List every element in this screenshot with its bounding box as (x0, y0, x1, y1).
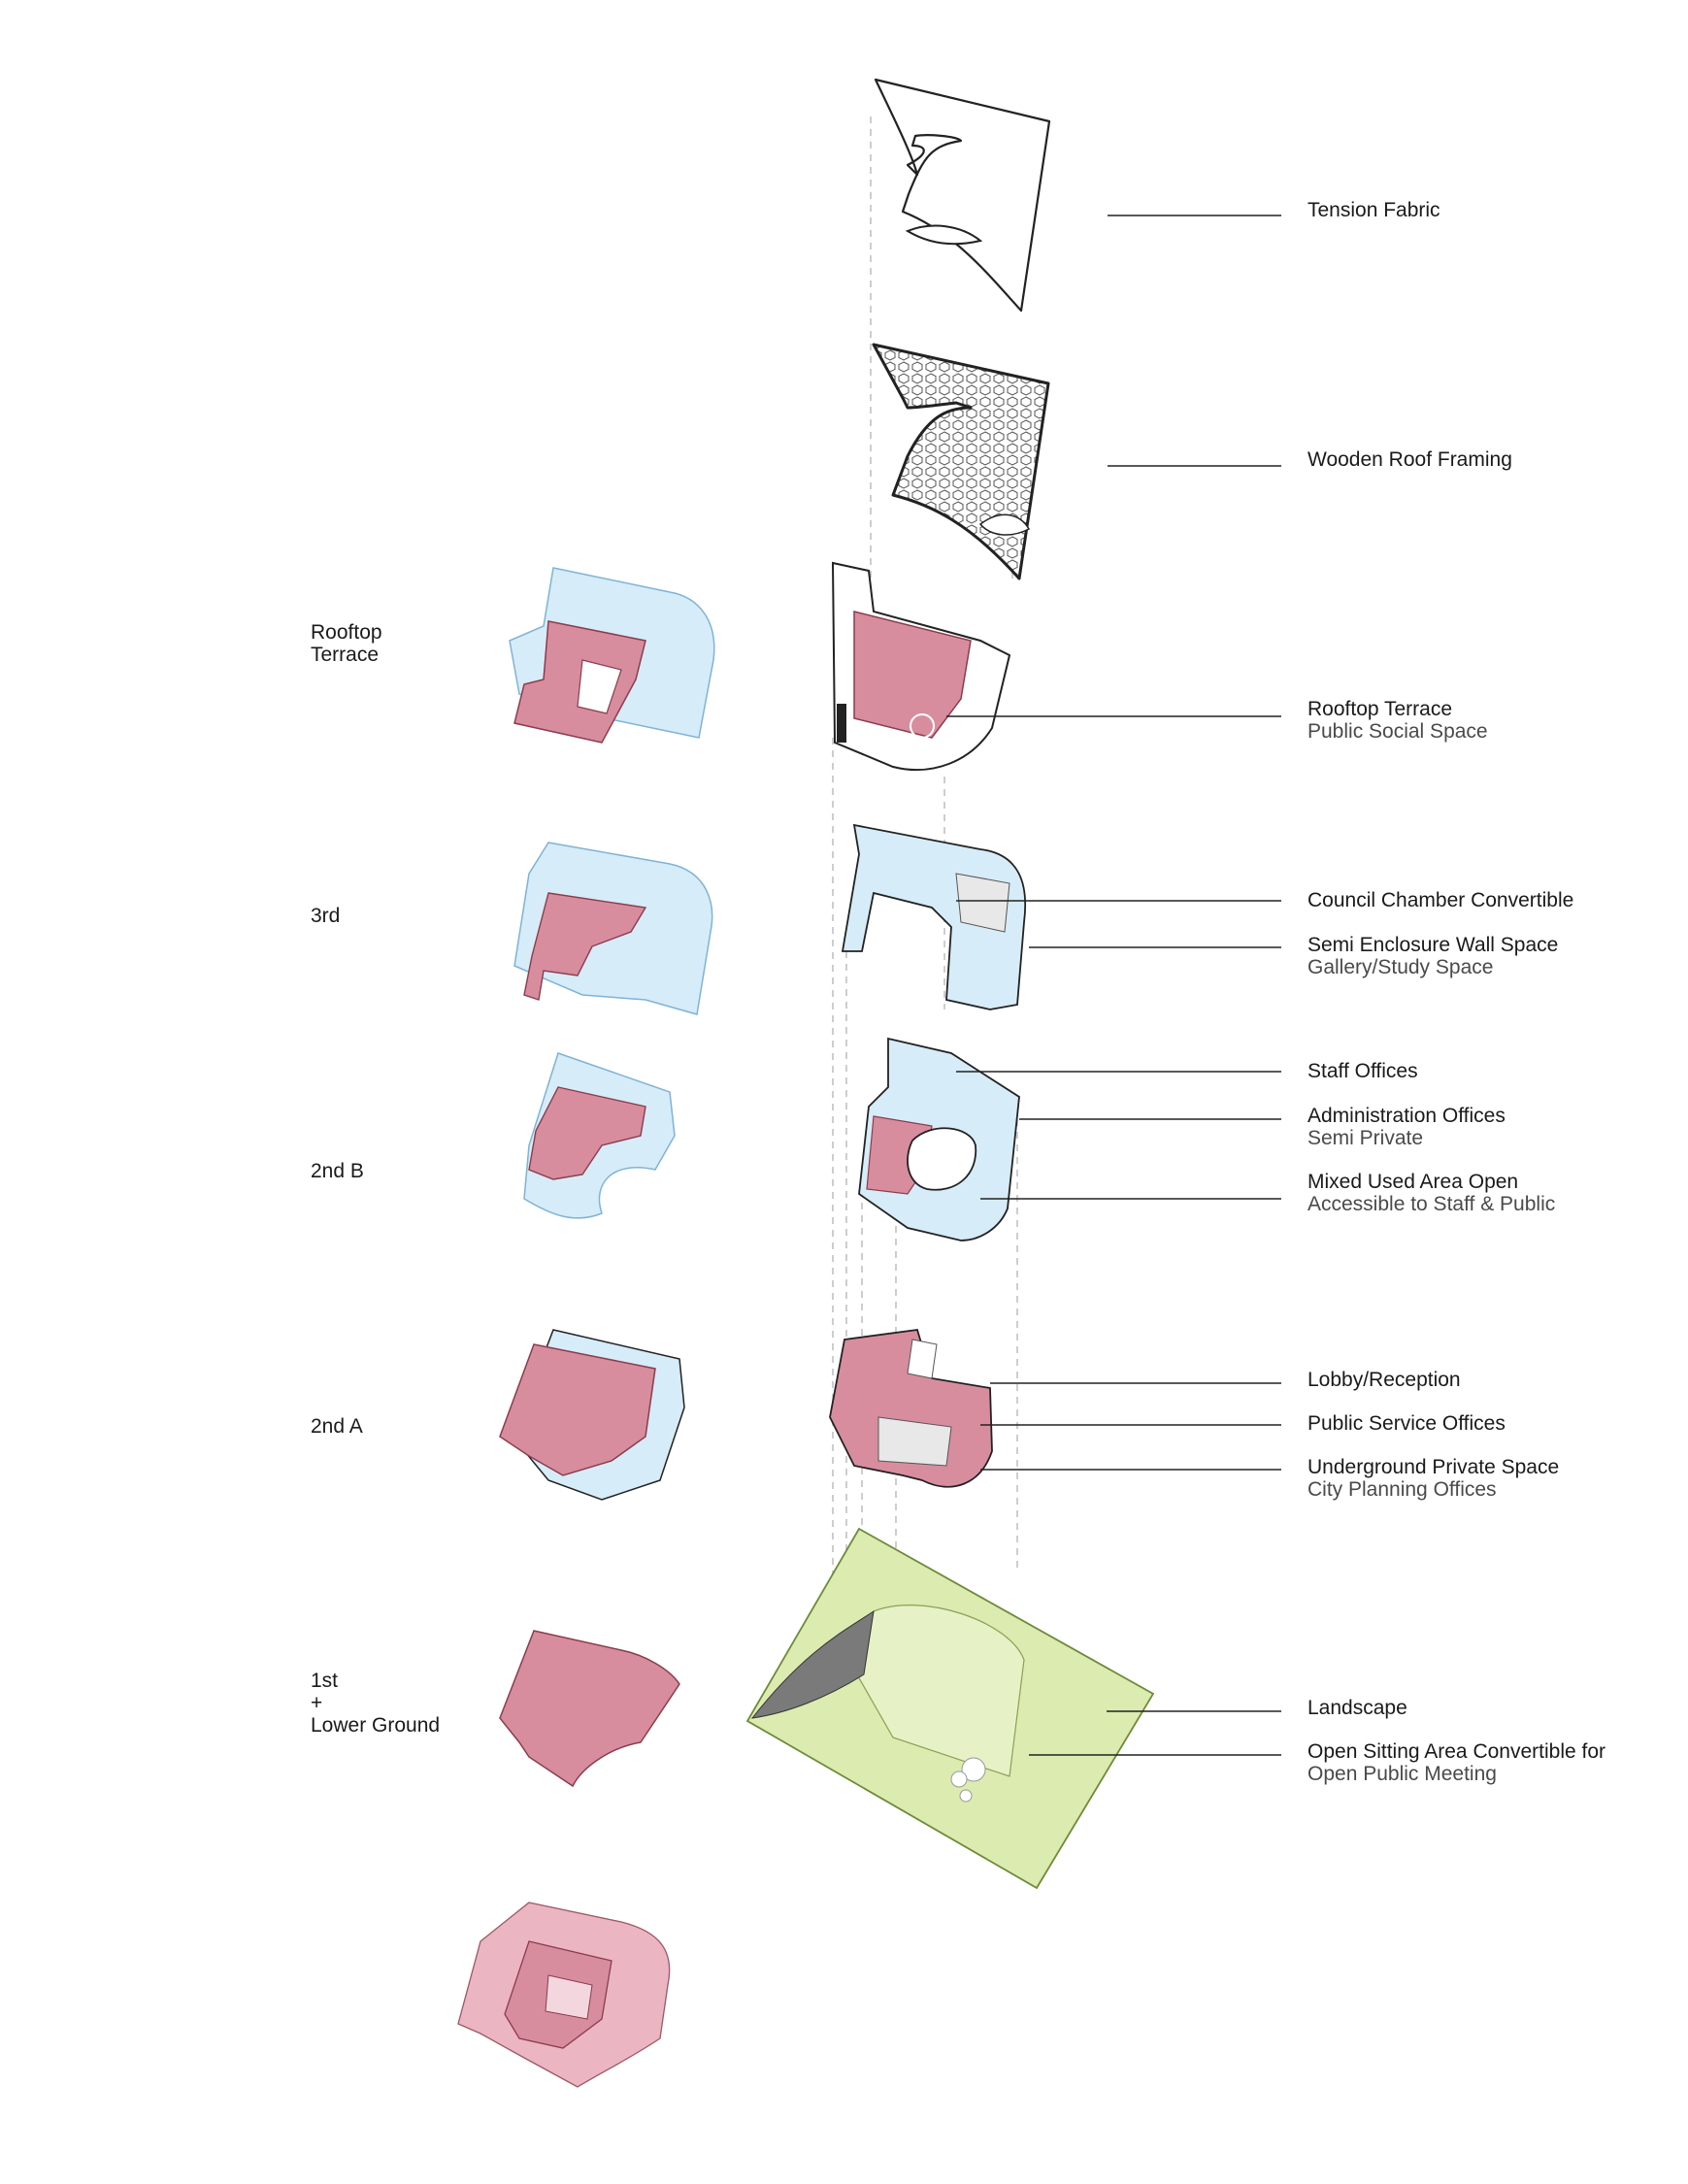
level-label-second-b: 2nd B (311, 1160, 364, 1182)
annotation-landscape: Landscape (1307, 1697, 1407, 1719)
annotation-mixed-used-area: Mixed Used Area Open Accessible to Staff… (1307, 1171, 1555, 1215)
plan-second-a (500, 1330, 684, 1500)
annotation-staff-offices: Staff Offices (1307, 1060, 1418, 1082)
annotation-tension-fabric: Tension Fabric (1307, 199, 1440, 221)
annotation-council-chamber: Council Chamber Convertible (1307, 889, 1573, 911)
landscape-layer (747, 1529, 1153, 1888)
plan-third (514, 843, 712, 1014)
level-label-rooftop: Rooftop Terrace (311, 621, 382, 666)
rooftop-terrace-layer (833, 563, 1009, 770)
annotation-title: Landscape (1307, 1697, 1407, 1719)
plan-rooftop (510, 568, 714, 743)
annotation-subtitle: Public Social Space (1307, 720, 1488, 743)
annotation-title: Wooden Roof Framing (1307, 448, 1512, 471)
annotation-title: Semi Enclosure Wall Space (1307, 934, 1558, 956)
annotation-subtitle: Gallery/Study Space (1307, 956, 1558, 978)
second-a-layer (830, 1330, 992, 1487)
wooden-roof-framing-layer (874, 345, 1048, 579)
second-b-layer (859, 1039, 1019, 1241)
annotation-open-sitting-area: Open Sitting Area Convertible for Open P… (1307, 1740, 1605, 1785)
annotation-subtitle: City Planning Offices (1307, 1478, 1559, 1501)
annotation-title: Open Sitting Area Convertible for (1307, 1740, 1605, 1763)
annotation-title: Staff Offices (1307, 1060, 1418, 1082)
annotation-title: Mixed Used Area Open (1307, 1171, 1555, 1193)
annotation-subtitle: Semi Private (1307, 1127, 1506, 1149)
annotation-subtitle: Open Public Meeting (1307, 1763, 1605, 1785)
annotation-title: Council Chamber Convertible (1307, 889, 1573, 911)
annotation-title: Lobby/Reception (1307, 1369, 1461, 1391)
plan-second-b (524, 1053, 675, 1218)
tension-fabric-layer (876, 80, 1049, 311)
annotation-lobby-reception: Lobby/Reception (1307, 1369, 1461, 1391)
annotation-title: Public Service Offices (1307, 1412, 1506, 1435)
annotation-rooftop-terrace: Rooftop Terrace Public Social Space (1307, 698, 1488, 743)
annotation-administration-offices: Administration Offices Semi Private (1307, 1105, 1506, 1149)
level-label-first: 1st + Lower Ground (311, 1670, 440, 1737)
annotation-title: Underground Private Space (1307, 1456, 1559, 1478)
annotation-public-service-offices: Public Service Offices (1307, 1412, 1506, 1435)
annotation-semi-enclosure: Semi Enclosure Wall Space Gallery/Study … (1307, 934, 1558, 978)
level-label-third: 3rd (311, 905, 340, 927)
annotation-title: Administration Offices (1307, 1105, 1506, 1127)
level-label-second-a: 2nd A (311, 1415, 363, 1438)
third-floor-layer (843, 825, 1025, 1009)
annotation-title: Rooftop Terrace (1307, 698, 1488, 720)
annotation-subtitle: Accessible to Staff & Public (1307, 1193, 1555, 1215)
annotation-title: Tension Fabric (1307, 199, 1440, 221)
plan-composite (458, 1903, 670, 2087)
annotation-underground-private: Underground Private Space City Planning … (1307, 1456, 1559, 1501)
annotation-wooden-roof-framing: Wooden Roof Framing (1307, 448, 1512, 471)
plan-first (500, 1631, 679, 1786)
